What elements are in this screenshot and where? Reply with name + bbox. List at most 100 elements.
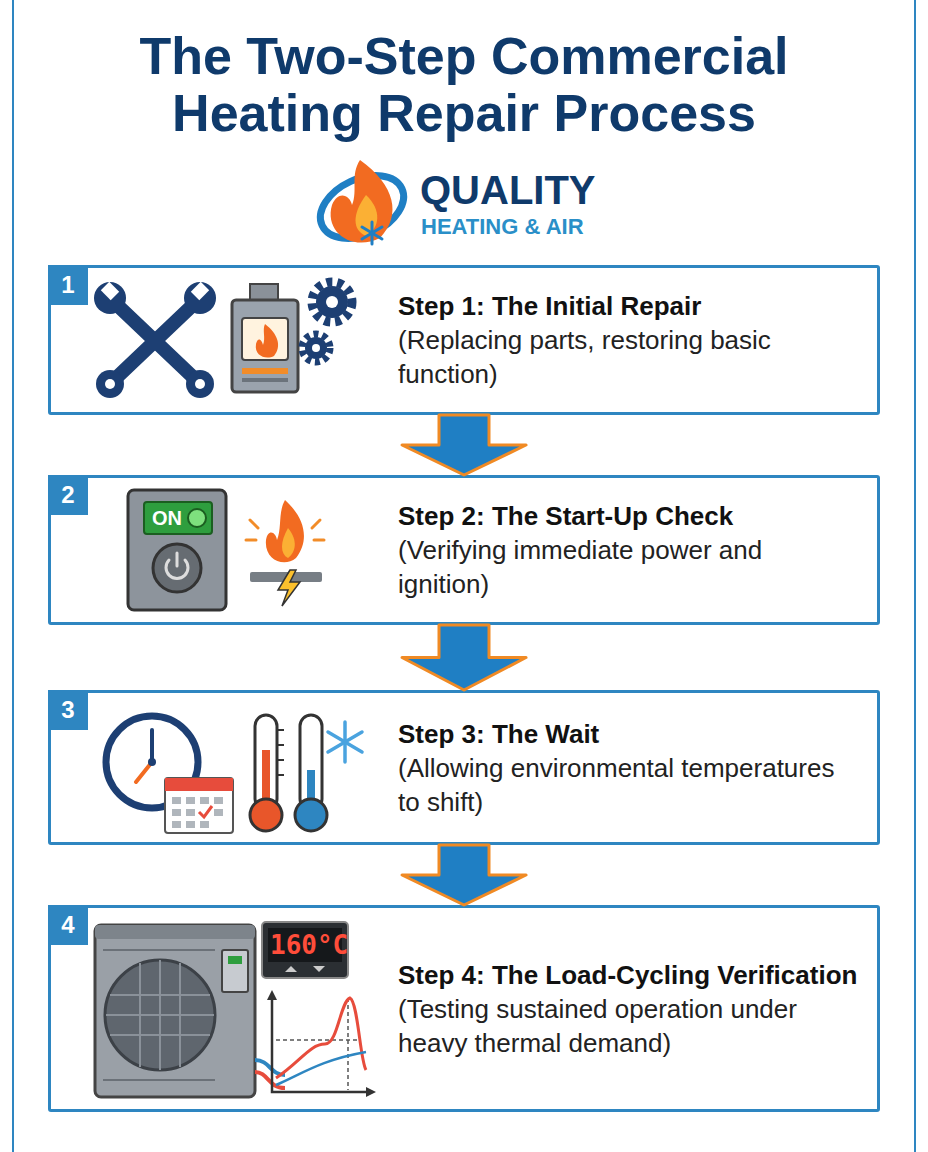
thermometer-icon-part xyxy=(307,770,315,810)
condenser-unit-icon-part xyxy=(103,950,215,1080)
wrench-icon xyxy=(94,282,216,398)
condenser-unit-icon-part-part xyxy=(179,963,181,1067)
condenser-unit-icon-part xyxy=(255,1072,285,1088)
furnace-icon-part xyxy=(232,300,298,392)
thermometer-icon-part xyxy=(250,799,282,831)
condenser-unit-icon-part-part xyxy=(110,1034,210,1036)
thermometer-icon-part xyxy=(277,730,284,775)
wrench-icon-part xyxy=(184,282,216,314)
condenser-unit-icon-part xyxy=(105,960,215,1070)
condenser-unit-icon xyxy=(95,925,285,1097)
calendar-icon-part-part xyxy=(200,797,209,804)
condenser-unit-icon-part-part xyxy=(103,1079,215,1081)
gear-icon-part xyxy=(312,282,352,322)
display-reading: 160°C xyxy=(270,930,348,960)
logo-icon-part-part xyxy=(362,227,382,239)
load-chart-icon xyxy=(267,990,376,1097)
condenser-unit-icon-part-part xyxy=(110,994,210,996)
calendar-icon-part-part xyxy=(200,821,209,828)
condenser-unit-icon-part xyxy=(95,925,255,1097)
thermometer-icon-part xyxy=(255,715,277,810)
gear-icon-part xyxy=(312,344,320,352)
switch-panel-icon xyxy=(128,490,226,610)
temperature-display-icon-part xyxy=(285,966,297,972)
ignition-icon-part-part xyxy=(312,520,320,528)
step-text-column: Step 2: The Start-Up Check(Verifying imm… xyxy=(398,499,858,601)
calendar-icon-part-part xyxy=(172,809,181,816)
wrench-icon-part xyxy=(94,282,126,314)
furnace-icon-part xyxy=(242,368,288,374)
flow-arrow xyxy=(402,415,526,475)
furnace-icon-part xyxy=(256,324,278,358)
load-chart-icon-part xyxy=(366,1087,376,1097)
condenser-unit-icon-part xyxy=(95,925,255,939)
wrench-icon-part-part xyxy=(114,302,196,380)
step-text-column: Step 1: The Initial Repair(Replacing par… xyxy=(398,289,858,391)
furnace-icon xyxy=(232,284,298,392)
page-frame xyxy=(13,0,915,1152)
wrench-icon-part xyxy=(96,370,124,398)
condenser-unit-icon-part-part xyxy=(139,963,141,1067)
ignition-icon-part-part xyxy=(246,539,256,542)
load-chart-icon-part xyxy=(272,996,370,1092)
step-box: 4Step 4: The Load-Cycling Verification(T… xyxy=(48,905,880,1112)
step-number: 1 xyxy=(48,265,88,305)
load-chart-icon-part xyxy=(276,1039,360,1041)
wrench-icon-part-part xyxy=(114,302,196,380)
step-box: 2Step 2: The Start-Up Check(Verifying im… xyxy=(48,475,880,625)
switch-panel-icon-part xyxy=(153,544,201,592)
calendar-icon-part xyxy=(165,778,233,833)
load-chart-icon-part xyxy=(347,998,349,1090)
clock-icon-part xyxy=(148,758,156,766)
temperature-display-icon-part xyxy=(262,922,348,978)
step-description: (Allowing environmental temperatures to … xyxy=(398,751,858,819)
calendar-icon-part-part xyxy=(172,797,181,804)
snowflake-icon-part-part xyxy=(328,732,362,752)
ignition-icon-part-part xyxy=(250,520,258,528)
logo-icon-part xyxy=(356,195,378,236)
step-heading: Step 2: The Start-Up Check xyxy=(398,499,858,533)
thermometer-icon-part xyxy=(295,799,327,831)
diagram-title: The Two-Step Commercial Heating Repair P… xyxy=(74,28,854,142)
temperature-display-icon-part xyxy=(313,966,325,972)
calendar-icon-part-part xyxy=(186,821,195,828)
thermometer-icon-part-part xyxy=(277,759,284,761)
condenser-unit-icon-part-part xyxy=(106,1014,214,1016)
step-description: (Replacing parts, restoring basic functi… xyxy=(398,323,858,391)
logo-icon-part xyxy=(362,222,382,244)
thermometer-icon-part-part xyxy=(277,744,284,746)
clock-icon-part xyxy=(136,762,152,782)
step-box: 1Step 1: The Initial Repair(Replacing pa… xyxy=(48,265,880,415)
flow-arrow xyxy=(402,625,526,690)
gear-icon-part xyxy=(326,296,338,308)
furnace-icon-part xyxy=(242,318,288,360)
calendar-icon-part xyxy=(165,778,233,791)
condenser-unit-icon-part-part xyxy=(103,949,215,951)
wrench-icon-part xyxy=(105,379,115,389)
condenser-unit-icon-part xyxy=(255,1060,285,1075)
clock-icon xyxy=(106,716,198,808)
step-number: 2 xyxy=(48,475,88,515)
wrench-icon-part xyxy=(191,282,209,300)
calendar-icon-part-part xyxy=(186,797,195,804)
thermometer-icon-part xyxy=(300,715,322,810)
logo-icon-part-part xyxy=(362,227,382,239)
thermometer-icon-part-part xyxy=(277,729,284,731)
clock-icon-part xyxy=(106,716,198,808)
thermometer-icon-part-part xyxy=(277,774,284,776)
calendar-icon xyxy=(165,778,233,833)
snowflake-icon-part xyxy=(328,722,362,762)
logo-name: QUALITY xyxy=(420,168,596,213)
step-number: 3 xyxy=(48,690,88,730)
gear-icon xyxy=(302,282,352,362)
load-chart-icon-part xyxy=(276,1052,366,1085)
step-heading: Step 3: The Wait xyxy=(398,717,858,751)
wrench-icon-part xyxy=(186,370,214,398)
calendar-icon-part xyxy=(199,806,212,817)
step-heading: Step 4: The Load-Cycling Verification xyxy=(398,958,858,992)
thermometer-icon-part xyxy=(262,750,270,810)
gear-icon-part xyxy=(305,337,327,359)
step-description: (Verifying immediate power and ignition) xyxy=(398,533,858,601)
logo-subtitle: HEATING & AIR xyxy=(421,214,584,240)
step-text-column: Step 3: The Wait(Allowing environmental … xyxy=(398,717,858,819)
